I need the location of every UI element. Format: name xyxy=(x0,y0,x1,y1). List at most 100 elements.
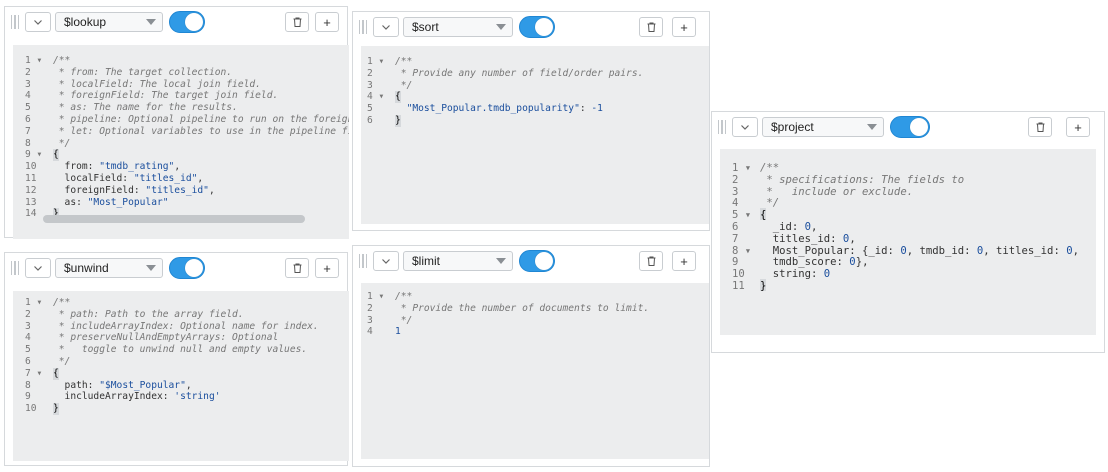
code-token: , xyxy=(811,220,818,233)
stage-header: $sort xyxy=(353,12,709,42)
code-line: 1 ▾/** xyxy=(25,297,349,309)
code-line: 9 ▾{ xyxy=(25,149,349,162)
code-token: * Provide any number of field/order pair… xyxy=(395,67,644,79)
code-token xyxy=(395,103,407,115)
drag-handle-icon[interactable] xyxy=(359,254,367,268)
code-line: 9 includeArrayIndex: 'string' xyxy=(25,391,349,403)
code-token: /** xyxy=(53,297,71,308)
stage-sort: $sort + 1 ▾/**2 * Provide any number of … xyxy=(352,11,710,231)
code-token: { xyxy=(760,208,767,222)
caret-down-icon xyxy=(496,258,506,264)
code-line: 8 path: "$Most_Popular", xyxy=(25,380,349,392)
drag-handle-icon[interactable] xyxy=(11,15,19,29)
code-token: /** xyxy=(395,291,413,302)
code-token: } xyxy=(53,403,59,415)
line-number: 10 xyxy=(25,403,37,415)
code-editor[interactable]: 1 ▾/**2 * path: Path to the array field.… xyxy=(13,291,349,461)
code-line: 8 ▾ Most_Popular: {_id: 0, tmdb_id: 0, t… xyxy=(732,244,1096,257)
stage-lookup: $lookup + 1 ▾/**2 * from: The target col… xyxy=(4,6,349,239)
line-number: 12 xyxy=(25,184,37,196)
code-line: 3 */ xyxy=(367,315,709,327)
operator-select[interactable]: $limit xyxy=(403,251,513,271)
horizontal-scrollbar[interactable] xyxy=(43,215,305,223)
code-editor[interactable]: 1 ▾/**2 * Provide the number of document… xyxy=(361,283,709,459)
code-line: 14} xyxy=(25,208,349,221)
drag-handle-icon[interactable] xyxy=(11,261,19,275)
drag-handle-icon[interactable] xyxy=(718,120,726,134)
code-token: , tmdb_id: xyxy=(906,244,977,257)
line-number: 4 xyxy=(25,332,31,344)
code-token: "titles_id" xyxy=(133,172,198,184)
code-line: 5 * toggle to unwind null and empty valu… xyxy=(25,344,349,356)
stage-enable-toggle[interactable] xyxy=(519,16,555,38)
add-stage-button[interactable]: + xyxy=(315,12,339,32)
add-stage-button[interactable]: + xyxy=(1066,117,1090,137)
code-line: 3 */ xyxy=(367,80,709,92)
collapse-button[interactable] xyxy=(373,251,399,271)
delete-stage-button[interactable] xyxy=(285,258,309,278)
code-editor[interactable]: 1 ▾/**2 * Provide any number of field/or… xyxy=(361,46,709,224)
add-stage-button[interactable]: + xyxy=(315,258,339,278)
stage-limit: $limit + 1 ▾/**2 * Provide the number of… xyxy=(352,245,710,467)
line-number: 6 xyxy=(25,355,31,367)
stage-enable-toggle[interactable] xyxy=(890,116,930,138)
stage-enable-toggle[interactable] xyxy=(169,11,205,33)
line-number: 11 xyxy=(25,172,37,184)
plus-icon: + xyxy=(1074,119,1082,135)
line-number: 10 xyxy=(25,161,37,173)
code-line: 2 * path: Path to the array field. xyxy=(25,309,349,321)
delete-stage-button[interactable] xyxy=(285,12,309,32)
stage-project: $project + 1 ▾/**2 * specifications: The… xyxy=(711,111,1105,353)
operator-select[interactable]: $lookup xyxy=(55,12,163,32)
add-stage-button[interactable]: + xyxy=(672,251,696,271)
stage-enable-toggle[interactable] xyxy=(169,257,205,279)
delete-stage-button[interactable] xyxy=(639,17,663,37)
trash-icon xyxy=(647,256,655,266)
stage-header: $project xyxy=(712,112,1104,142)
code-line: 1 ▾ /** xyxy=(367,291,709,303)
line-number: 7 xyxy=(25,125,31,137)
trash-icon xyxy=(293,17,301,27)
code-line: 4 */ xyxy=(732,196,1096,210)
code-token: from: xyxy=(53,161,100,173)
operator-select[interactable]: $project xyxy=(762,117,884,137)
line-number: 9 xyxy=(732,256,739,269)
stage-enable-toggle[interactable] xyxy=(519,250,555,272)
caret-down-icon xyxy=(146,265,156,271)
code-token: * let: Optional variables to use in the … xyxy=(53,125,349,137)
collapse-button[interactable] xyxy=(373,17,399,37)
operator-select-value: $project xyxy=(771,120,814,134)
code-line: 5 * as: The name for the results. xyxy=(25,102,349,114)
code-token: "tmdb_rating" xyxy=(99,161,175,173)
operator-select[interactable]: $unwind xyxy=(55,258,163,278)
operator-select-value: $unwind xyxy=(64,261,109,275)
code-line: 5 "Most_Popular.tmdb_popularity": -1 xyxy=(367,103,709,115)
chevron-down-icon xyxy=(741,124,749,130)
code-token: includeArrayIndex: xyxy=(53,391,175,403)
drag-handle-icon[interactable] xyxy=(359,20,367,34)
code-token: */ xyxy=(395,79,413,91)
code-editor[interactable]: 1 ▾/**2 * from: The target collection.3 … xyxy=(13,45,349,239)
collapse-button[interactable] xyxy=(25,12,51,32)
code-line: 10} xyxy=(25,403,349,415)
collapse-button[interactable] xyxy=(25,258,51,278)
delete-stage-button[interactable] xyxy=(639,251,663,271)
code-token: */ xyxy=(760,197,780,210)
code-token: 0 xyxy=(804,220,812,233)
code-line: 11 localField: "titles_id", xyxy=(25,173,349,185)
stage-header: $lookup xyxy=(5,7,347,37)
delete-stage-button[interactable] xyxy=(1028,117,1052,137)
collapse-button[interactable] xyxy=(732,117,758,137)
line-number: 4 ▾ xyxy=(367,91,385,103)
plus-icon: + xyxy=(680,253,688,269)
code-token: } xyxy=(395,114,401,127)
code-token: localField: xyxy=(53,172,134,184)
line-number: 1 ▾ xyxy=(367,291,385,302)
code-line: 12 foreignField: "titles_id", xyxy=(25,185,349,197)
operator-select[interactable]: $sort xyxy=(403,17,513,37)
line-number: 3 xyxy=(25,78,31,90)
add-stage-button[interactable]: + xyxy=(672,17,696,37)
code-token: * toggle to unwind null and empty values… xyxy=(53,344,308,356)
code-token: * path: Path to the array field. xyxy=(53,308,244,320)
